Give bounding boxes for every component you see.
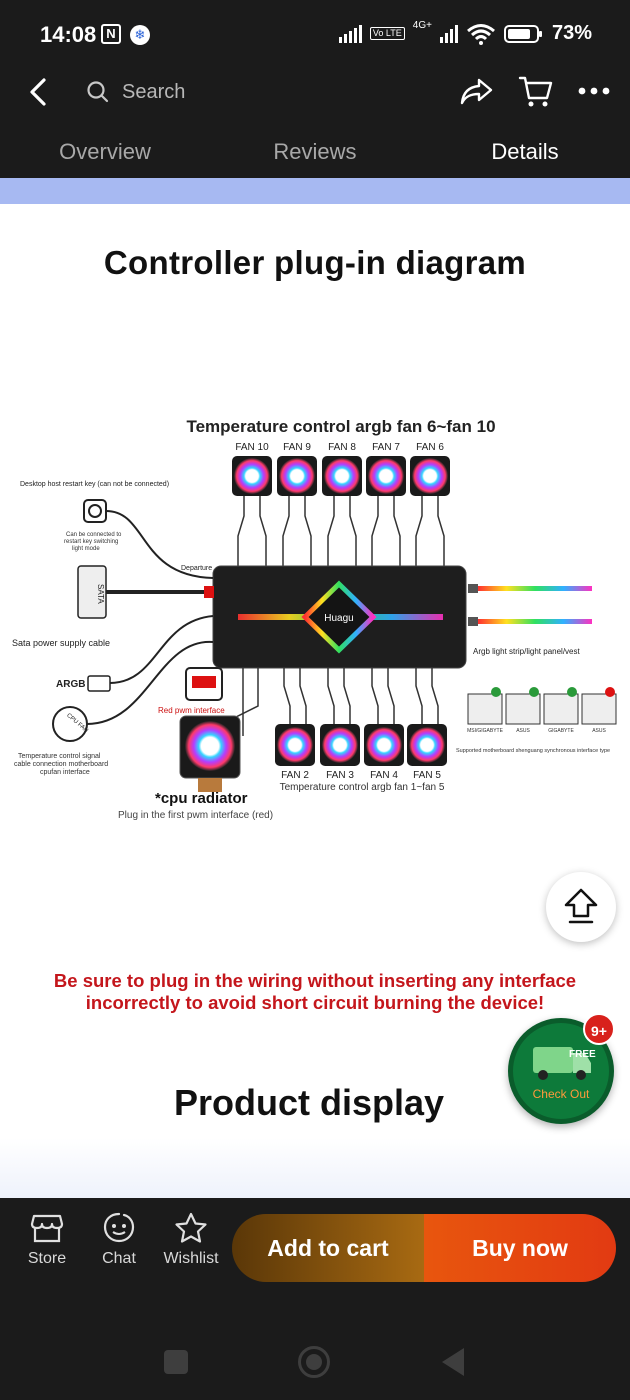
fan-label: FAN 2 [281, 770, 309, 781]
product-image-preview [0, 1138, 630, 1198]
search-box[interactable]: Search [86, 72, 306, 112]
store-icon [30, 1214, 64, 1243]
controller-diagram: Temperature control argb fan 6~fan 10 FA… [12, 417, 617, 821]
search-icon [87, 81, 109, 103]
sata-label: SATA [96, 584, 105, 604]
bottom-action-bar: Store Chat Wishlist Add to cart Buy now [0, 1198, 630, 1300]
temp-signal-note: cpufan interface [40, 769, 90, 776]
product-display-heading: Product display [174, 1082, 445, 1123]
red-pwm-label: Red pwm interface [158, 706, 225, 715]
tab-overview[interactable]: Overview [59, 139, 151, 164]
blue-band [0, 178, 630, 204]
share-icon[interactable] [458, 72, 496, 110]
board-brand: ASUS [592, 728, 606, 734]
fan-label: FAN 5 [413, 770, 441, 781]
more-icon[interactable] [576, 76, 612, 106]
supported-label: Supported motherboard shenguang synchron… [456, 748, 610, 754]
system-back-button[interactable] [442, 1348, 464, 1376]
star-icon [175, 1212, 207, 1243]
temp-signal-note: cable connection motherboard [14, 761, 108, 768]
delivery-truck-icon [533, 1047, 591, 1080]
restart-note: restart key switching [64, 539, 118, 545]
hub-brand: Huagu [324, 613, 353, 624]
fan-label: FAN 3 [326, 770, 354, 781]
cpu-radiator-label: *cpu radiator [155, 790, 248, 807]
arrow-up-icon [564, 888, 598, 924]
diagram-heading: Controller plug-in diagram [103, 244, 527, 281]
bottom-fans-title: Temperature control argb fan 1~fan 5 [280, 782, 445, 793]
top-fans [232, 456, 450, 496]
tab-bar: Overview Reviews Details [0, 136, 630, 180]
wifi-icon [467, 23, 495, 45]
store-button[interactable]: Store [12, 1212, 82, 1268]
system-nav-bar [0, 1300, 630, 1400]
cart-count-badge: 9+ [583, 1013, 615, 1045]
status-bar: 14:08 N ❄ Vo LTE 4G+ 73% [0, 0, 630, 70]
snowflake-icon: ❄ [130, 25, 150, 45]
search-placeholder: Search [122, 80, 186, 103]
details-content[interactable]: Controller plug-in diagram Temperature [0, 178, 630, 1198]
board-brand: GIGABYTE [548, 728, 574, 734]
chat-button[interactable]: Chat [84, 1212, 154, 1268]
fan-label: FAN 6 [416, 442, 444, 453]
tab-reviews[interactable]: Reviews [273, 139, 357, 164]
restart-note: Can be connected to [66, 532, 122, 538]
departure-label: Departure [181, 565, 212, 572]
chat-icon [103, 1212, 135, 1243]
store-label: Store [27, 1250, 67, 1267]
board-brand: ASUS [516, 728, 530, 734]
cart-icon[interactable] [517, 72, 555, 110]
bottom-fans [275, 724, 447, 766]
back-arrow-icon[interactable] [22, 74, 58, 110]
motherboard-types [467, 687, 617, 725]
battery-percent: 73% [551, 22, 592, 44]
signal-icon [338, 24, 362, 43]
light-strip-label: Argb light strip/light panel/vest [473, 647, 581, 656]
wishlist-button[interactable]: Wishlist [156, 1212, 226, 1268]
add-to-cart-button[interactable]: Add to cart [232, 1214, 424, 1282]
fan-label: FAN 4 [370, 770, 398, 781]
status-right: Vo LTE 4G+ 73% [338, 20, 592, 45]
tab-details[interactable]: Details [491, 139, 559, 164]
restart-note: light mode [72, 546, 100, 552]
cpu-radiator-note: Plug in the first pwm interface (red) [118, 810, 273, 821]
board-brand: MSI/GIGABYTE [467, 728, 504, 734]
app-header: Search Overview Reviews Details [0, 70, 630, 180]
fan-label: FAN 9 [283, 442, 311, 453]
fan-label: FAN 8 [328, 442, 356, 453]
top-cables [237, 496, 445, 568]
signal-icon-2 [439, 24, 458, 43]
restart-key-label: Desktop host restart key (can not be con… [20, 481, 169, 488]
sata-cable-label: Sata power supply cable [12, 638, 110, 648]
warning-line-1: Be sure to plug in the wiring without in… [53, 970, 577, 991]
purchase-buttons: Add to cart Buy now [232, 1214, 616, 1282]
bottom-cables [217, 668, 439, 736]
warning-text: Be sure to plug in the wiring without in… [0, 970, 630, 1014]
checkout-label: Check Out [532, 1087, 590, 1101]
fan-label: FAN 10 [235, 442, 269, 453]
temp-signal-note: Temperature control signal [18, 753, 101, 760]
light-strips [468, 584, 592, 626]
warning-line-2: incorrectly to avoid short circuit burni… [85, 992, 545, 1013]
home-button[interactable] [298, 1346, 330, 1378]
nfc-icon: N [101, 24, 121, 44]
wishlist-label: Wishlist [163, 1250, 219, 1267]
network-type: 4G+ [412, 20, 432, 31]
checkout-button[interactable]: FREE Check Out 9+ [508, 1013, 615, 1124]
buy-now-button[interactable]: Buy now [424, 1214, 616, 1282]
scroll-top-button[interactable] [546, 872, 616, 942]
fan-label: FAN 7 [372, 442, 400, 453]
free-label: FREE [569, 1049, 596, 1060]
chat-label: Chat [102, 1250, 136, 1267]
top-fans-title: Temperature control argb fan 6~fan 10 [186, 417, 495, 436]
battery-icon [503, 24, 542, 43]
volte-icon: Vo LTE [369, 27, 405, 40]
argb-label: ARGB [56, 679, 85, 690]
status-time: 14:08 [40, 22, 97, 47]
recent-apps-button[interactable] [164, 1350, 188, 1374]
